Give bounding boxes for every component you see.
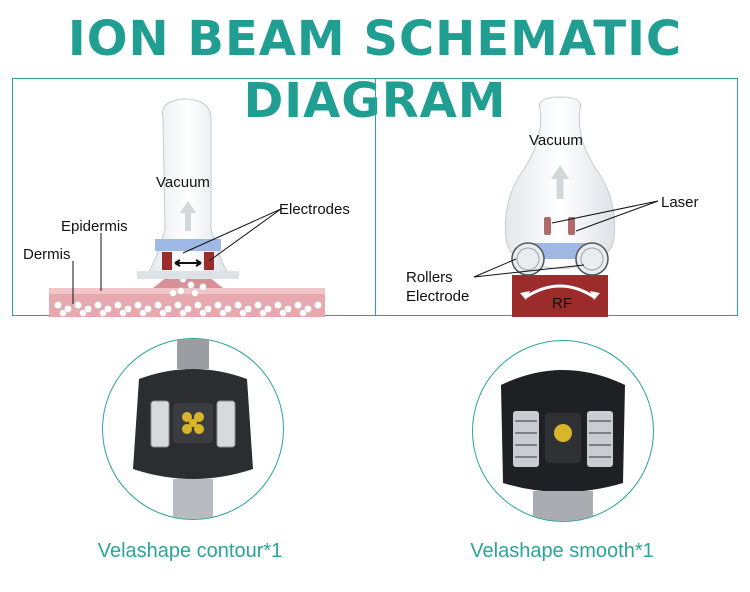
current-arrow [174, 259, 202, 267]
product-photo-contour [102, 338, 284, 520]
epidermis-layer [49, 288, 325, 294]
label-rf: RF [552, 295, 572, 312]
label-vacuum: Vacuum [156, 174, 210, 191]
label-rollers: Rollers [406, 269, 453, 286]
roller-left [150, 400, 170, 448]
laser-lens [554, 424, 572, 442]
laser-right [568, 217, 575, 235]
roller-left [513, 411, 539, 467]
roller-right [216, 400, 236, 448]
electrode-leader [473, 264, 585, 278]
roller-right-inner [580, 247, 604, 271]
product-photo-smooth [472, 340, 654, 522]
schematic-panel-rollers-laser: RF Vacuum Laser Rollers Electrode [375, 78, 738, 317]
roller-left-inner [516, 247, 540, 271]
label-laser: Laser [661, 194, 699, 211]
roller-right [587, 411, 613, 467]
rollers-leader [473, 258, 517, 278]
contour-handpiece-image [133, 339, 253, 519]
rf-arc [525, 284, 595, 299]
laser-left [544, 217, 551, 235]
roller-laser-diagram: RF Vacuum Laser Rollers Electrode [406, 96, 699, 317]
laser-leader-2 [575, 200, 659, 232]
vacuum-arrowhead [551, 165, 569, 179]
electrode-left [162, 252, 172, 270]
handle-bottom [173, 479, 213, 519]
rf-arrow-right-icon [590, 291, 600, 300]
roller-ridges [515, 420, 611, 458]
label-epidermis: Epidermis [61, 218, 128, 235]
rf-arrow-left-icon [520, 291, 530, 300]
label-vacuum: Vacuum [529, 132, 583, 149]
electrodes-leader-1 [182, 208, 282, 254]
caption-smooth: Velashape smooth*1 [470, 540, 654, 562]
caption-contour: Velashape contour*1 [97, 540, 283, 562]
page-title: ION BEAM SCHEMATIC DIAGRAM [67, 11, 683, 129]
label-electrodes: Electrodes [279, 201, 350, 218]
vacuum-arrowhead [180, 201, 196, 213]
label-electrode: Electrode [406, 288, 469, 305]
fat-cells [54, 261, 322, 317]
schematic-panel-vacuum-electrodes: Vacuum Electrodes Epidermis Dermis [12, 78, 376, 317]
handpiece-base [137, 271, 239, 279]
led-cluster [182, 412, 204, 434]
vacuum-electrode-diagram: Vacuum Electrodes Epidermis Dermis [23, 98, 350, 317]
handpiece [146, 98, 230, 276]
electrodes-leader-2 [208, 208, 282, 262]
label-dermis: Dermis [23, 246, 71, 263]
laser-leader-1 [551, 200, 659, 224]
vacuum-chamber [155, 239, 221, 251]
smooth-handpiece-image [501, 370, 625, 521]
handle-bottom [533, 491, 593, 521]
handle-top [177, 339, 209, 369]
